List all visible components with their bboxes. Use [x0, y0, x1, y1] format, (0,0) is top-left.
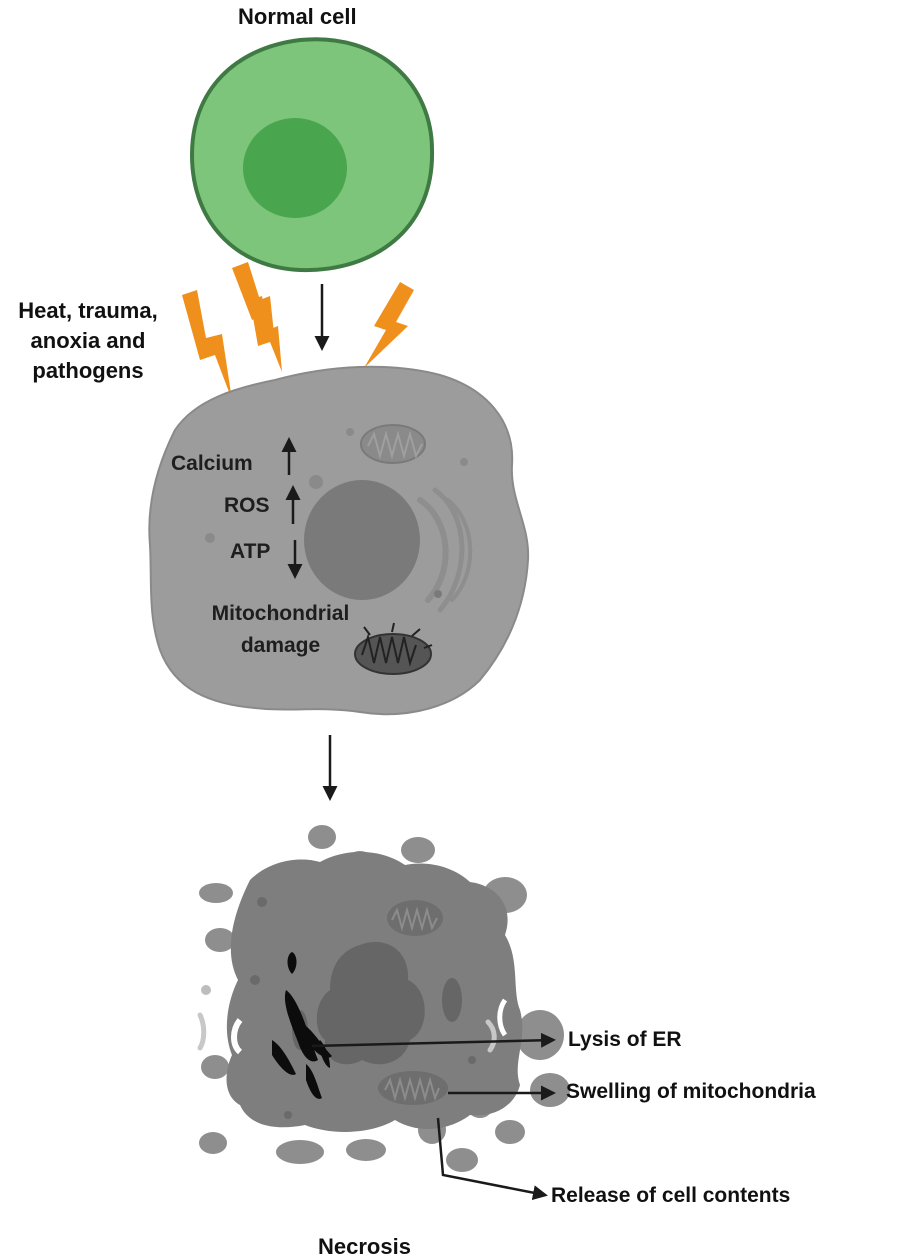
lysis-er-label: Lysis of ER — [568, 1028, 682, 1051]
damaged-cell-nucleus — [304, 480, 420, 600]
mito-line-2: damage — [240, 634, 321, 657]
necrosis-title: Necrosis — [318, 1234, 411, 1259]
cause-line-3: pathogens — [32, 358, 144, 383]
mitochondrial-damage-label: Mitochondrial damage — [193, 598, 368, 662]
necrotic-cell — [197, 825, 570, 1172]
atp-label: ATP — [230, 540, 271, 563]
normal-cell — [189, 37, 435, 273]
release-pointer — [436, 1117, 548, 1201]
lightning-bolt-icon — [182, 290, 232, 400]
swelling-label: Swelling of mitochondria — [566, 1080, 816, 1103]
mitochondrion-icon — [354, 622, 433, 675]
normal-cell-nucleus — [243, 118, 347, 218]
mito-line-1: Mitochondrial — [211, 602, 350, 625]
lightning-bolt-icon — [232, 262, 282, 372]
cause-line-2: anoxia and — [30, 328, 146, 353]
mitochondrion-icon — [360, 424, 426, 464]
calcium-label: Calcium — [171, 452, 253, 475]
ros-label: ROS — [224, 494, 270, 517]
cause-line-1: Heat, trauma, — [18, 298, 158, 323]
lysis-er-pointer — [311, 1032, 556, 1048]
cause-label: Heat, trauma, anoxia and pathogens — [2, 296, 174, 386]
normal-cell-title: Normal cell — [238, 4, 357, 29]
release-label: Release of cell contents — [551, 1184, 791, 1207]
damaged-cell — [148, 365, 530, 716]
mitochondrion-icon — [387, 900, 443, 936]
lightning-bolt-icon — [364, 282, 414, 368]
mitochondrion-icon — [378, 1071, 448, 1105]
